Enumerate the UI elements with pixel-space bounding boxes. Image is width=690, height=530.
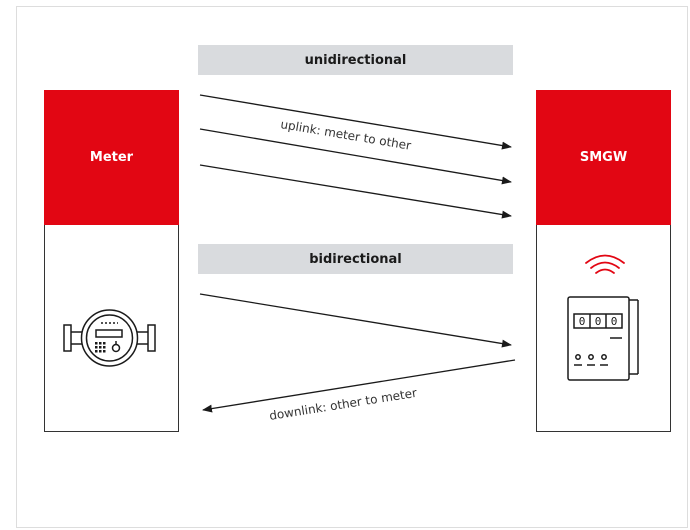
smgw-header: SMGW <box>536 90 671 225</box>
smgw-display-digit: 0 <box>579 315 586 328</box>
uplink-arrow-3 <box>199 164 512 219</box>
smart-meter-gateway-icon <box>567 296 639 381</box>
smgw-display: 0 0 0 <box>579 315 618 328</box>
smgw-display-digit: 0 <box>611 315 618 328</box>
wireless-signal-icon <box>585 254 625 274</box>
bidirectional-band: bidirectional <box>198 244 513 274</box>
meter-header: Meter <box>44 90 179 225</box>
uplink-arrow-1 <box>199 94 512 150</box>
uplink-label: uplink: meter to other <box>280 117 413 153</box>
uplink-arrow-2 <box>199 128 512 185</box>
bidirectional-title: bidirectional <box>309 251 402 267</box>
downlink-arrow <box>202 359 516 413</box>
water-meter-icon <box>63 309 156 367</box>
smgw-device: SMGW <box>536 90 671 432</box>
unidirectional-band: unidirectional <box>198 45 513 75</box>
unidirectional-title: unidirectional <box>304 52 407 68</box>
meter-device: Meter <box>44 90 179 432</box>
smgw-display-digit: 0 <box>595 315 602 328</box>
meter-label: Meter <box>89 150 134 165</box>
downlink-label: downlink: other to meter <box>268 386 418 423</box>
bidirectional-arrow-out <box>199 293 512 348</box>
smgw-label: SMGW <box>579 150 628 165</box>
